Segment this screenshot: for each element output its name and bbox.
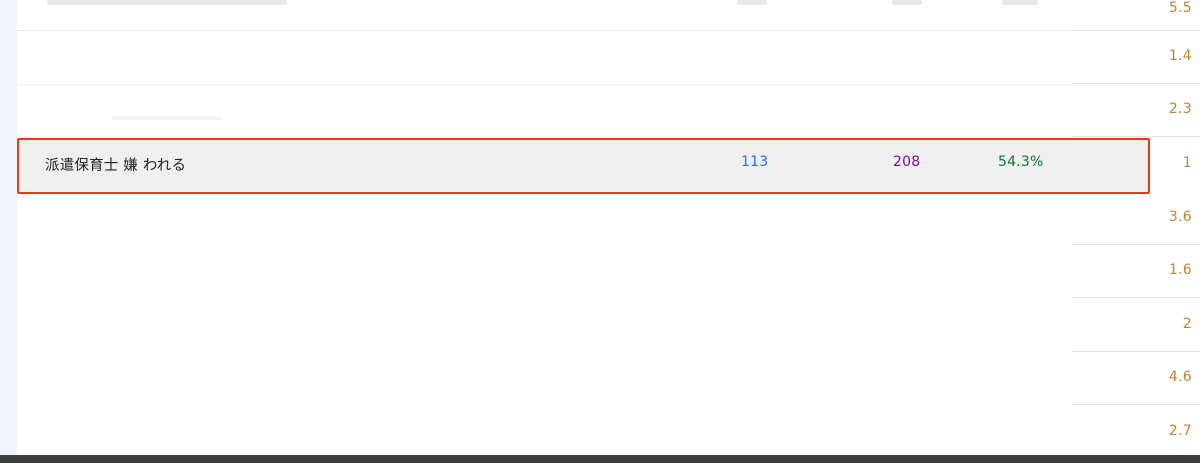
position-value: 4.6 [1168, 369, 1192, 385]
position-cell: 1.6 [1072, 245, 1200, 298]
table-row[interactable]: 3.6 [17, 192, 1200, 245]
left-rail [0, 0, 17, 455]
position-value: 2 [1182, 316, 1192, 332]
table-row[interactable]: 1 [17, 138, 1200, 191]
position-cell: 2.3 [1072, 84, 1200, 137]
clicks-value: 113 [741, 154, 769, 170]
position-value: 3.6 [1168, 209, 1192, 225]
table-row[interactable]: 4.6 [17, 352, 1200, 405]
bottom-bar [0, 455, 1200, 463]
table-row[interactable]: 2.7 [17, 406, 1200, 459]
position-cell: 5.5 [1072, 0, 1200, 31]
query-text: 派遣保育士 嫌 われる [45, 158, 187, 174]
position-cell: 2 [1072, 299, 1200, 352]
impressions-value: 208 [893, 154, 921, 170]
table-row[interactable]: 1.6 [17, 245, 1200, 298]
position-cell: 3.6 [1072, 192, 1200, 245]
position-value: 2.7 [1168, 423, 1192, 439]
queries-table: 5.5 1.4 2.3 1 3.6 1.6 2 4.6 [17, 0, 1200, 455]
ctr-value: 54.3% [998, 154, 1044, 170]
table-row[interactable]: 1.4 [17, 31, 1200, 84]
highlighted-row[interactable] [17, 138, 1150, 194]
position-value: 1.4 [1168, 48, 1192, 64]
position-value: 5.5 [1168, 0, 1192, 16]
table-row[interactable]: 2 [17, 299, 1200, 352]
cut-off-text [112, 117, 222, 120]
position-cell: 2.7 [1072, 406, 1200, 459]
position-cell: 1.4 [1072, 31, 1200, 84]
position-value: 1.6 [1168, 262, 1192, 278]
position-value: 2.3 [1168, 101, 1192, 117]
table-row[interactable]: 5.5 [17, 0, 1200, 31]
position-value: 1 [1182, 155, 1192, 171]
table-row[interactable]: 2.3 [17, 84, 1200, 137]
position-cell: 1 [1072, 138, 1200, 191]
cut-off-text [737, 0, 767, 5]
position-cell: 4.6 [1072, 352, 1200, 405]
row-divider [17, 30, 1072, 31]
cut-off-text [1002, 0, 1038, 5]
row-divider [17, 84, 1072, 85]
cut-off-text [892, 0, 922, 5]
cut-off-text [47, 0, 287, 5]
